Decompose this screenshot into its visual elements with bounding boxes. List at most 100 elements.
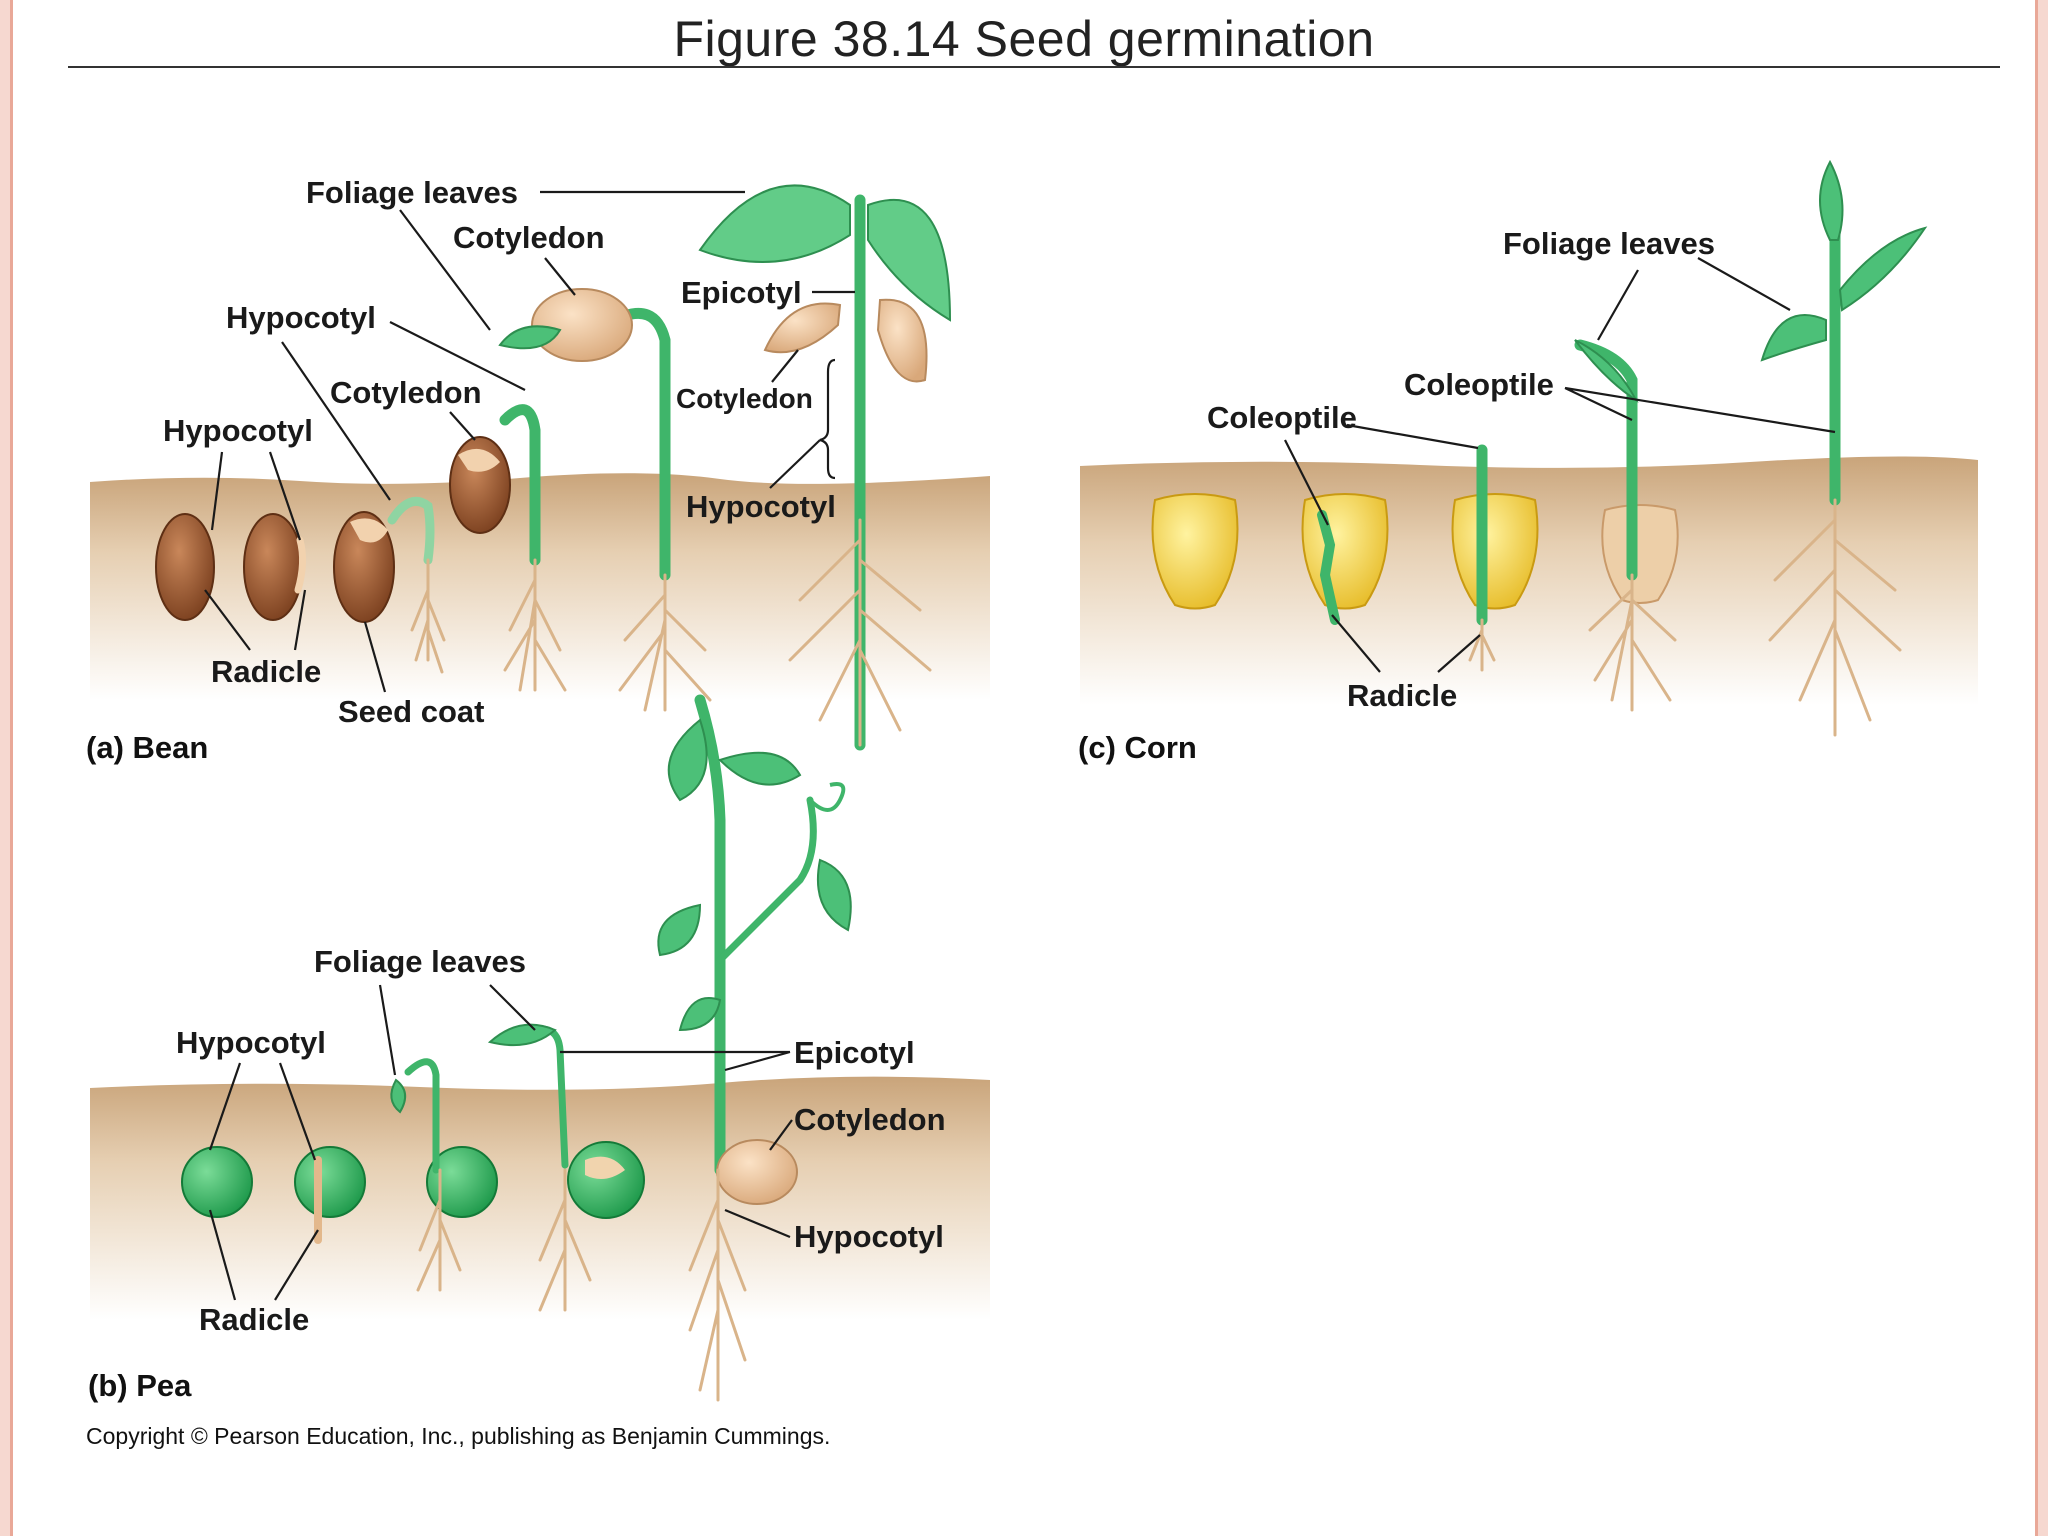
pea-leader-hypocotyl-2 <box>724 1208 791 1239</box>
bean-cotyledon-5 <box>531 288 633 362</box>
bean-radicle-2 <box>294 536 307 594</box>
bean-panel-label: (a) Bean <box>86 730 208 765</box>
bean-label-hypocotyl-3: Hypocotyl <box>686 489 836 524</box>
bean-leaf-6-right <box>867 199 952 322</box>
corn-roots-4 <box>1588 573 1677 712</box>
bean-bracket-hypocotyl <box>819 358 836 480</box>
bean-leader-seed-coat <box>363 621 387 693</box>
bean-label-cotyledon-3: Cotyledon <box>676 383 813 414</box>
corn-leaf-5b <box>1838 226 1928 312</box>
bean-roots-6 <box>788 518 932 747</box>
pea-panel-label: (b) Pea <box>88 1368 192 1403</box>
pea-leader-hypocotyl <box>208 1062 317 1161</box>
bean-leader-foliage-leaves <box>399 190 745 331</box>
bean-leader-cotyledon-3 <box>771 349 799 383</box>
bean-leader-hypocotyl-1a <box>389 321 526 391</box>
pea-soil <box>90 1076 990 1320</box>
slide-left-border <box>0 0 13 1536</box>
bean-seed-1 <box>155 513 215 621</box>
bean-soil <box>90 473 990 700</box>
bean-leaf-6-left <box>698 184 851 263</box>
bean-label-cotyledon-1: Cotyledon <box>453 220 605 255</box>
bean-cotyledon-6-right <box>876 298 928 383</box>
pea-seed-3 <box>426 1146 498 1218</box>
pea-leaf-5e <box>678 997 722 1032</box>
pea-leaf-5a <box>667 718 708 802</box>
pea-leader-foliage-leaves <box>378 984 536 1076</box>
pea-label-radicle: Radicle <box>199 1302 309 1337</box>
bean-panel: Foliage leaves Cotyledon Hypocotyl Cotyl… <box>86 175 990 765</box>
bean-label-seed-coat: Seed coat <box>338 694 484 729</box>
pea-label-hypocotyl-2: Hypocotyl <box>794 1219 944 1254</box>
bean-leader-hypocotyl-2a <box>210 451 224 531</box>
pea-seed-4 <box>567 1141 645 1219</box>
bean-roots-3 <box>410 558 446 674</box>
pea-leader-cotyledon <box>769 1119 793 1151</box>
pea-shoot-3 <box>404 1058 440 1174</box>
pea-seed-2 <box>294 1146 366 1218</box>
bean-leader-cotyledon-1 <box>544 257 576 296</box>
bean-label-hypocotyl-1: Hypocotyl <box>226 300 376 335</box>
pea-leaf-4 <box>487 1023 557 1047</box>
pea-leaf-5d <box>816 858 852 932</box>
pea-label-hypocotyl: Hypocotyl <box>176 1025 326 1060</box>
pea-label-cotyledon: Cotyledon <box>794 1102 946 1137</box>
bean-leader-cotyledon-2 <box>449 411 476 441</box>
pea-cotyledon-5 <box>716 1139 798 1205</box>
bean-label-cotyledon-2: Cotyledon <box>330 375 482 410</box>
pea-leader-epicotyl <box>560 1050 791 1072</box>
corn-label-foliage-leaves: Foliage leaves <box>1503 226 1715 261</box>
copyright-notice: Copyright © Pearson Education, Inc., pub… <box>86 1423 830 1449</box>
slide-right-border <box>2035 0 2048 1536</box>
bean-hypocotyl-3 <box>387 496 435 565</box>
bean-label-foliage-leaves: Foliage leaves <box>306 175 518 210</box>
corn-kernel-4 <box>1601 504 1679 604</box>
corn-embryo-2 <box>1317 510 1340 625</box>
pea-roots-5 <box>688 1168 747 1402</box>
pea-label-foliage-leaves: Foliage leaves <box>314 944 526 979</box>
corn-leader-radicle <box>1331 614 1481 673</box>
pea-leader-radicle <box>208 1209 319 1301</box>
bean-seedcoat-split-3 <box>350 518 388 543</box>
pea-cotyledon-peek-4 <box>585 1156 625 1179</box>
pea-seed-1 <box>181 1146 253 1218</box>
bean-roots-4 <box>503 558 567 692</box>
bean-label-epicotyl: Epicotyl <box>681 275 802 310</box>
bean-seed-2 <box>243 513 303 621</box>
bean-leaf-5 <box>498 325 562 350</box>
pea-branch-5 <box>716 796 817 964</box>
pea-leaf-5c <box>657 903 702 957</box>
bean-leader-hypocotyl-2b <box>268 451 302 541</box>
corn-leader-coleoptile-2 <box>1284 423 1479 526</box>
bean-seedcoat-peel-4 <box>458 448 500 472</box>
slide-title: Figure 38.14 Seed germination <box>673 11 1375 67</box>
bean-leader-radicle <box>204 589 307 651</box>
corn-leaf-5c <box>1760 314 1827 362</box>
bean-cotyledon-6-left <box>763 302 842 354</box>
pea-leaf-5b <box>718 751 802 786</box>
pea-roots-3 <box>416 1168 462 1292</box>
pea-panel: Foliage leaves Hypocotyl Epicotyl Cotyle… <box>88 694 990 1403</box>
corn-roots-5 <box>1768 498 1902 737</box>
bean-label-hypocotyl-2: Hypocotyl <box>163 413 313 448</box>
corn-leader-coleoptile-1 <box>1564 386 1836 434</box>
bean-hypocotyl-4 <box>499 404 541 566</box>
corn-label-coleoptile-2: Coleoptile <box>1207 400 1357 435</box>
bean-label-radicle: Radicle <box>211 654 321 689</box>
corn-kernel-1 <box>1151 493 1239 610</box>
bean-roots-5 <box>618 573 712 712</box>
title-underline <box>68 66 2000 68</box>
pea-label-epicotyl: Epicotyl <box>794 1035 915 1070</box>
corn-panel-label: (c) Corn <box>1078 730 1197 765</box>
corn-panel: Foliage leaves Coleoptile Coleoptile Rad… <box>1078 159 1978 765</box>
corn-leaf-5a <box>1819 159 1844 241</box>
corn-kernel-3 <box>1451 493 1539 610</box>
corn-label-radicle: Radicle <box>1347 678 1457 713</box>
corn-leader-foliage-leaves <box>1597 257 1791 341</box>
corn-label-coleoptile-1: Coleoptile <box>1404 367 1554 402</box>
pea-tendril-5 <box>808 782 846 812</box>
bean-leader-hypocotyl-3 <box>769 439 821 489</box>
pea-leafbud-3 <box>390 1078 407 1114</box>
